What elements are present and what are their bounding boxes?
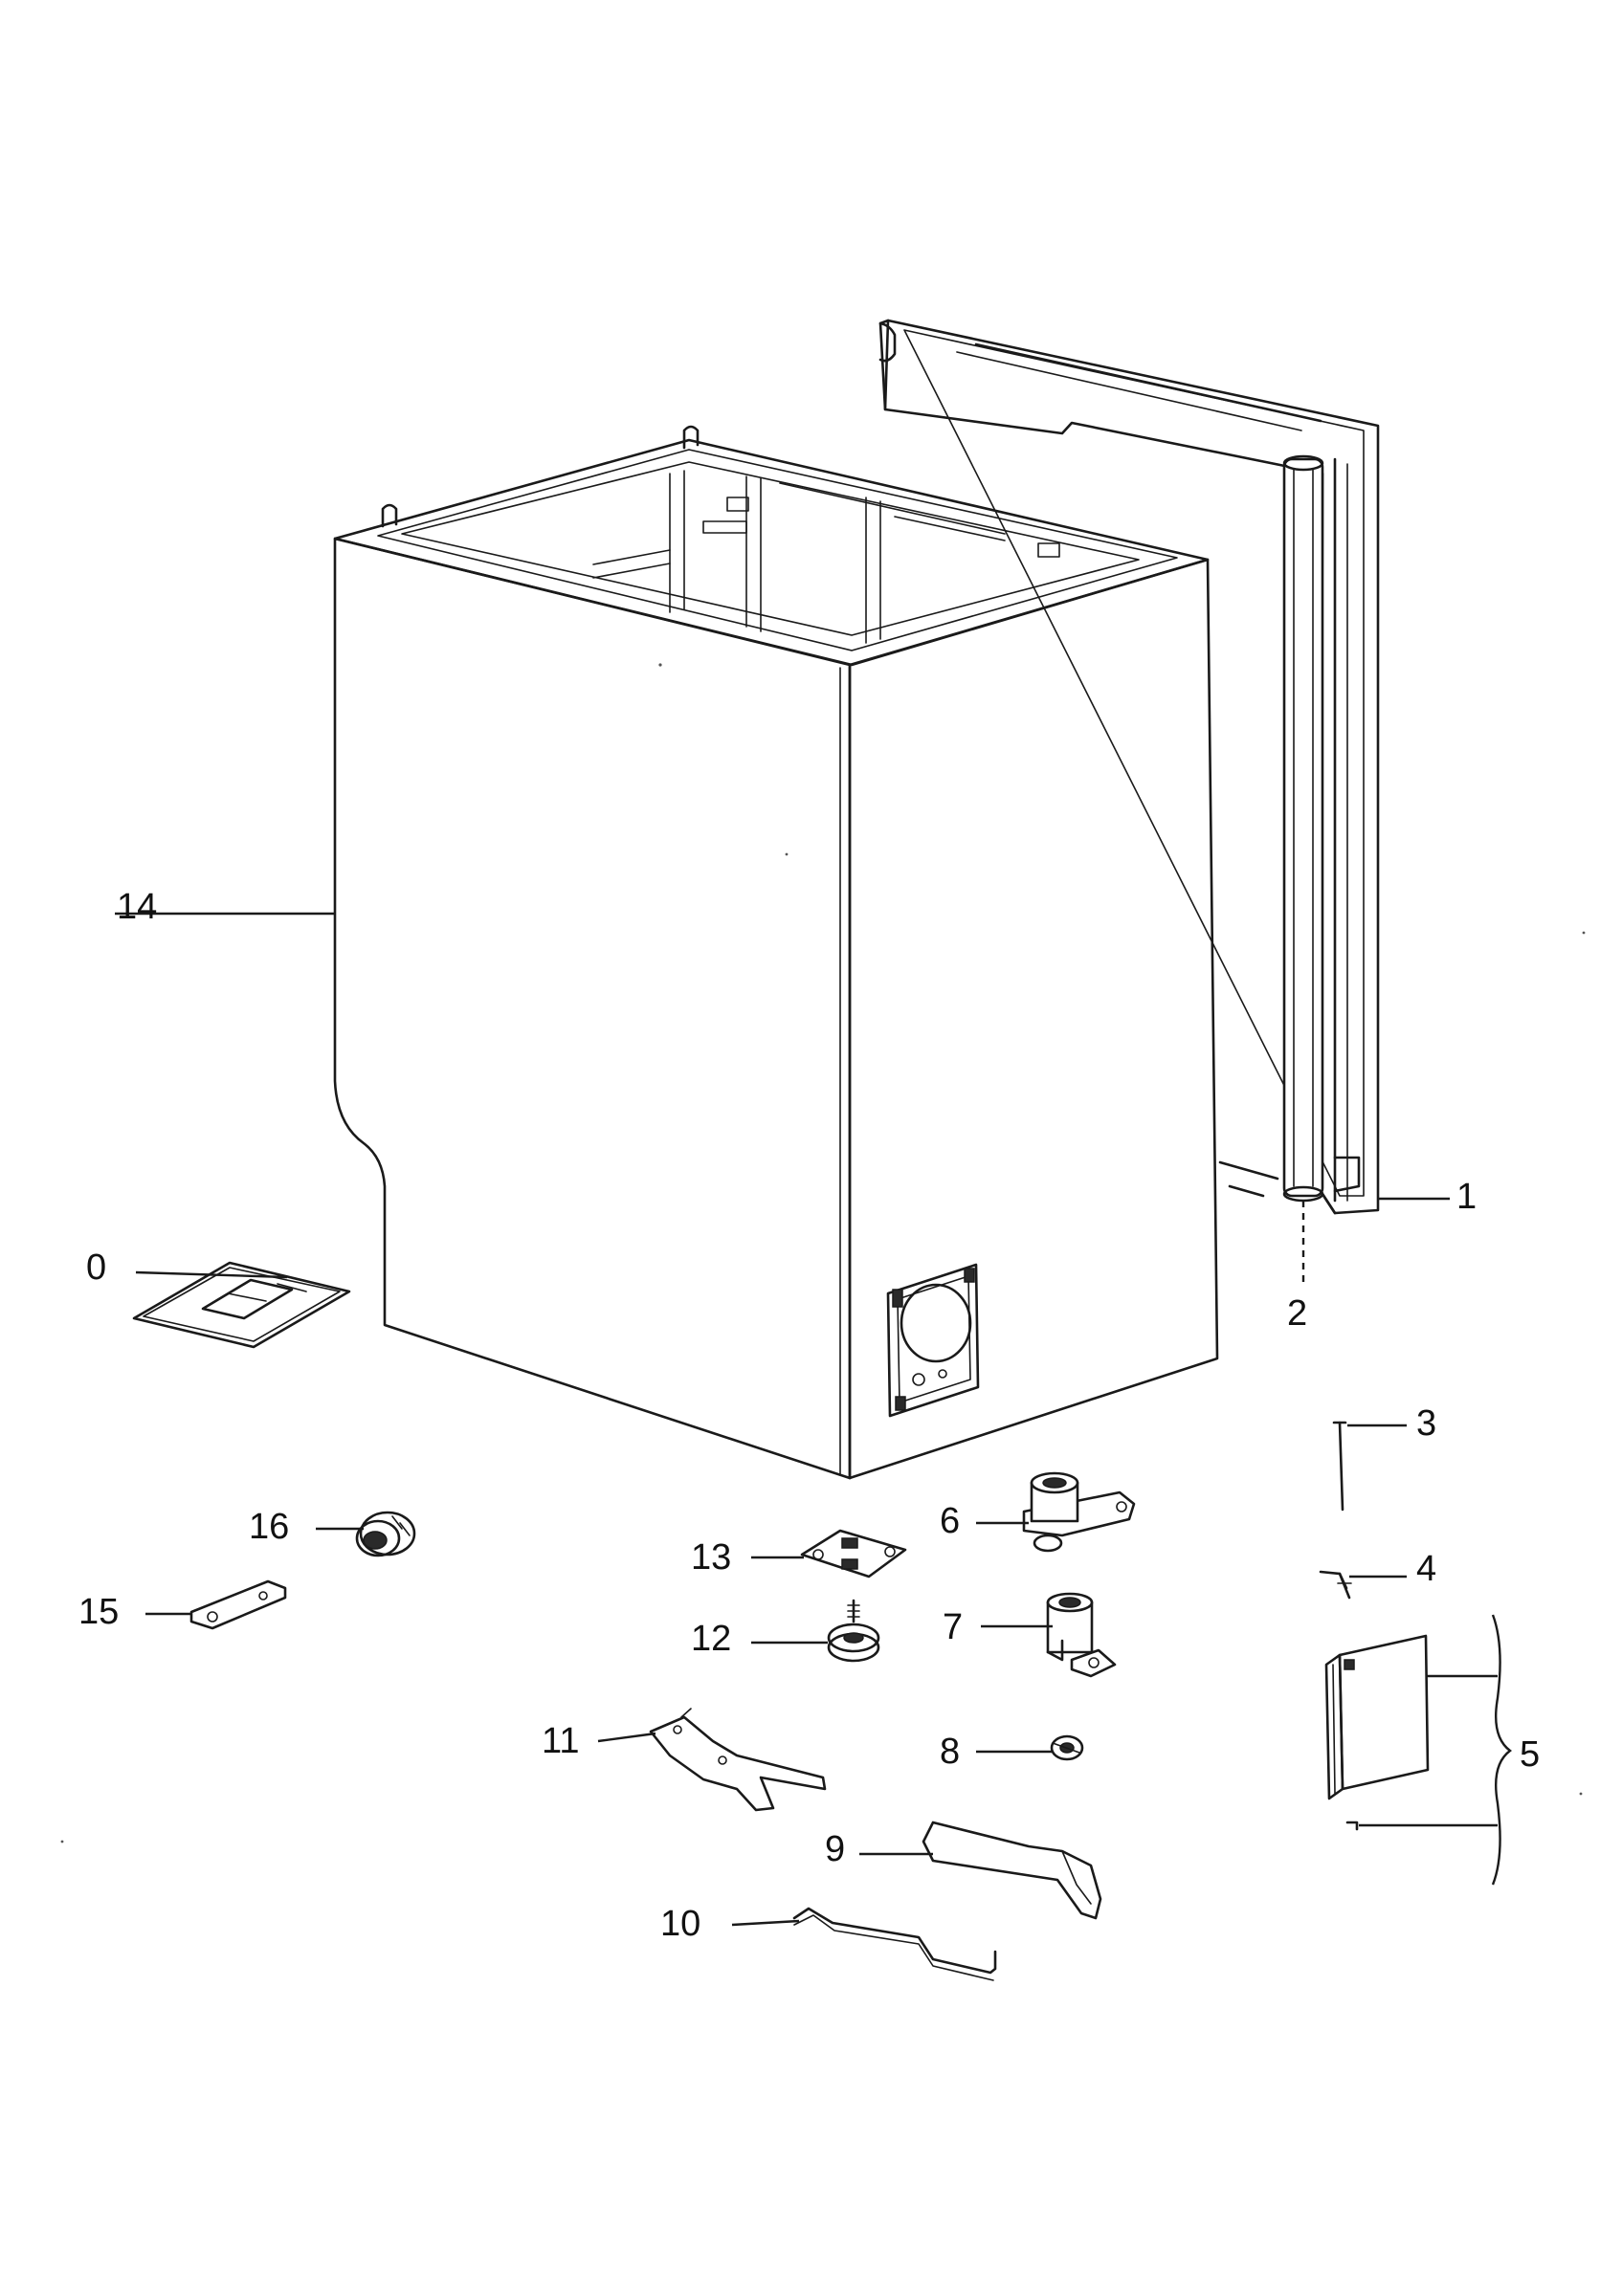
part-latch-arm [922, 1821, 1102, 1920]
part-wire-rod [792, 1907, 997, 1981]
callout-13: 13 [691, 1537, 731, 1578]
callout-10: 10 [660, 1904, 700, 1944]
part-adjustable-foot [827, 1599, 880, 1663]
part-pin [1332, 1421, 1347, 1512]
brace-part-5 [1491, 1614, 1512, 1886]
callout-5: 5 [1520, 1734, 1540, 1775]
callout-1: 1 [1456, 1177, 1477, 1217]
callout-3: 3 [1416, 1403, 1436, 1444]
part-hinge-bracket [1046, 1592, 1117, 1678]
part-hinge-plate [800, 1529, 907, 1578]
part-forked-bracket [649, 1708, 827, 1812]
part-panel-assembly [1324, 1634, 1430, 1831]
leader-lines [115, 912, 1498, 1927]
part-nut [1050, 1734, 1084, 1761]
callout-14: 14 [117, 887, 157, 927]
callout-16: 16 [249, 1507, 289, 1547]
callout-11: 11 [542, 1721, 579, 1761]
callout-2: 2 [1287, 1293, 1307, 1334]
callout-0: 0 [86, 1247, 106, 1288]
callout-labels: 14 0 1 2 3 4 5 6 7 8 9 10 11 12 13 15 16 [78, 887, 1540, 1944]
callout-9: 9 [825, 1829, 845, 1869]
part-screw [1319, 1570, 1352, 1600]
callout-8: 8 [940, 1732, 960, 1772]
callout-6: 6 [940, 1501, 960, 1541]
part-small-bracket [189, 1579, 287, 1630]
callout-15: 15 [78, 1592, 119, 1632]
part-door-seal [1282, 454, 1324, 1203]
part-knob [355, 1511, 416, 1557]
part-cabinet [333, 425, 1279, 1480]
callout-12: 12 [691, 1619, 731, 1659]
part-hinge-bearing [1022, 1471, 1136, 1553]
scan-speckles [60, 663, 1586, 1843]
callout-4: 4 [1416, 1549, 1436, 1589]
part-documentation-sheet [132, 1261, 351, 1349]
callout-7: 7 [943, 1607, 963, 1647]
